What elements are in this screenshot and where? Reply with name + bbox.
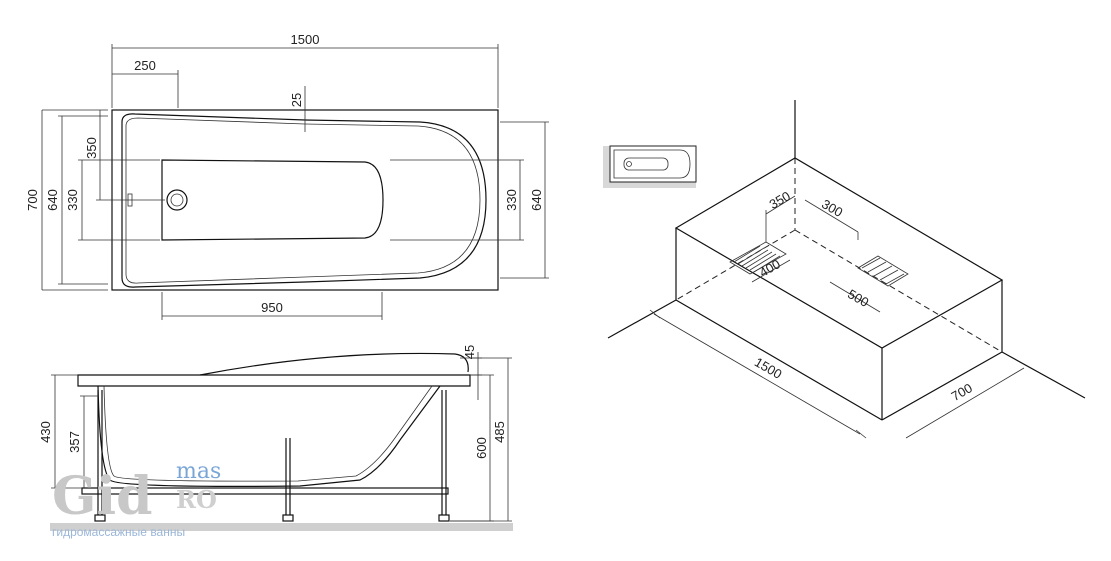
placement-thumbnail: [603, 145, 697, 188]
dim-width-total: 700: [25, 189, 40, 211]
hatch-area-left: [729, 241, 787, 275]
dim-height-total: 485: [492, 421, 507, 443]
dim-rim-offset: 25: [289, 93, 304, 107]
iso-dim-400: 400: [757, 256, 783, 280]
dim-height-overall: 600: [474, 437, 489, 459]
watermark-brand-ro: RO: [176, 485, 217, 514]
iso-dim-350: 350: [767, 188, 793, 212]
dim-width-right: 640: [529, 189, 544, 211]
dim-height-bottom: 357: [67, 431, 82, 453]
dim-height-rim: 430: [38, 421, 53, 443]
iso-dim-300: 300: [819, 196, 845, 220]
watermark-brand-mas: mas: [176, 459, 221, 484]
brand-watermark: Gid mas RO гидромассажные ванны: [52, 459, 221, 539]
side-view: 430 357 45 600 485: [38, 345, 513, 531]
dim-width-inner: 640: [45, 189, 60, 211]
top-view: 1500 250 25 700 640 330 350 330 640: [25, 32, 549, 320]
iso-dim-width: 700: [949, 380, 975, 404]
dim-length-total: 1500: [291, 32, 320, 47]
dim-bottom-length: 950: [261, 300, 283, 315]
iso-dim-500: 500: [845, 286, 871, 310]
hatch-area-right: [857, 255, 909, 287]
dim-drain-offset: 350: [84, 137, 99, 159]
dim-bottom-width-right: 330: [504, 189, 519, 211]
watermark-tagline: гидромассажные ванны: [52, 525, 185, 539]
dim-bottom-width-left: 330: [65, 189, 80, 211]
iso-dim-length: 1500: [752, 354, 785, 381]
watermark-brand-main: Gid: [52, 466, 153, 527]
iso-view: 350 300 400 500 1500 700: [607, 100, 1086, 439]
dim-offset-drain: 250: [134, 58, 156, 73]
dim-rim-thickness: 45: [462, 345, 477, 359]
